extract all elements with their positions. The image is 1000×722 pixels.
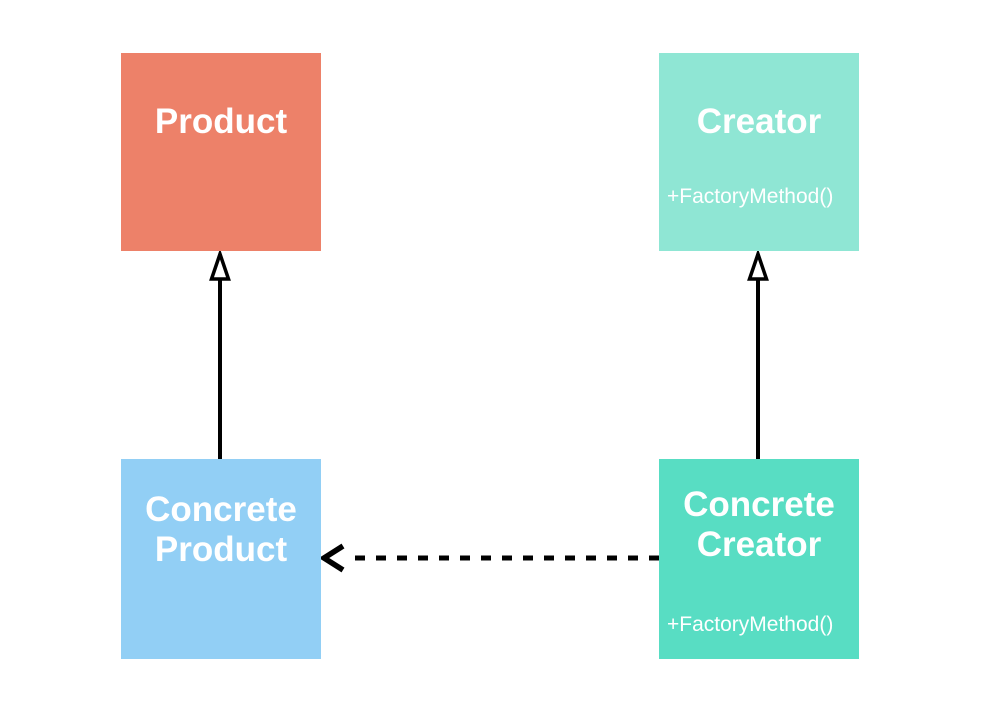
node-product-title: Product xyxy=(154,102,288,141)
node-concrete-creator-method: +FactoryMethod() xyxy=(667,613,834,636)
node-concrete-creator-title-line2: Creator xyxy=(696,525,822,564)
node-creator-title: Creator xyxy=(696,102,822,141)
edge-concrete-product-extends-product xyxy=(209,248,231,459)
open-v-arrowhead-icon xyxy=(318,543,345,573)
node-concrete-product-title: Concrete Product xyxy=(121,490,321,570)
node-concrete-creator-title-line1: Concrete xyxy=(683,485,835,524)
node-concrete-creator[interactable]: Concrete Creator +FactoryMethod() xyxy=(659,459,859,659)
node-creator-method: +FactoryMethod() xyxy=(667,185,834,208)
node-concrete-product-title-line1: Concrete xyxy=(145,490,297,529)
node-concrete-product[interactable]: Concrete Product xyxy=(121,459,321,659)
node-product[interactable]: Product xyxy=(121,53,321,251)
open-triangle-arrowhead-icon xyxy=(209,248,231,281)
node-concrete-creator-title: Concrete Creator xyxy=(659,485,859,565)
open-triangle-arrowhead-icon xyxy=(747,248,769,281)
edge-concrete-creator-creates-concrete-product xyxy=(318,543,659,573)
node-creator[interactable]: Creator +FactoryMethod() xyxy=(659,53,859,251)
node-concrete-product-title-line2: Product xyxy=(154,530,288,569)
edge-concrete-creator-extends-creator xyxy=(747,248,769,459)
